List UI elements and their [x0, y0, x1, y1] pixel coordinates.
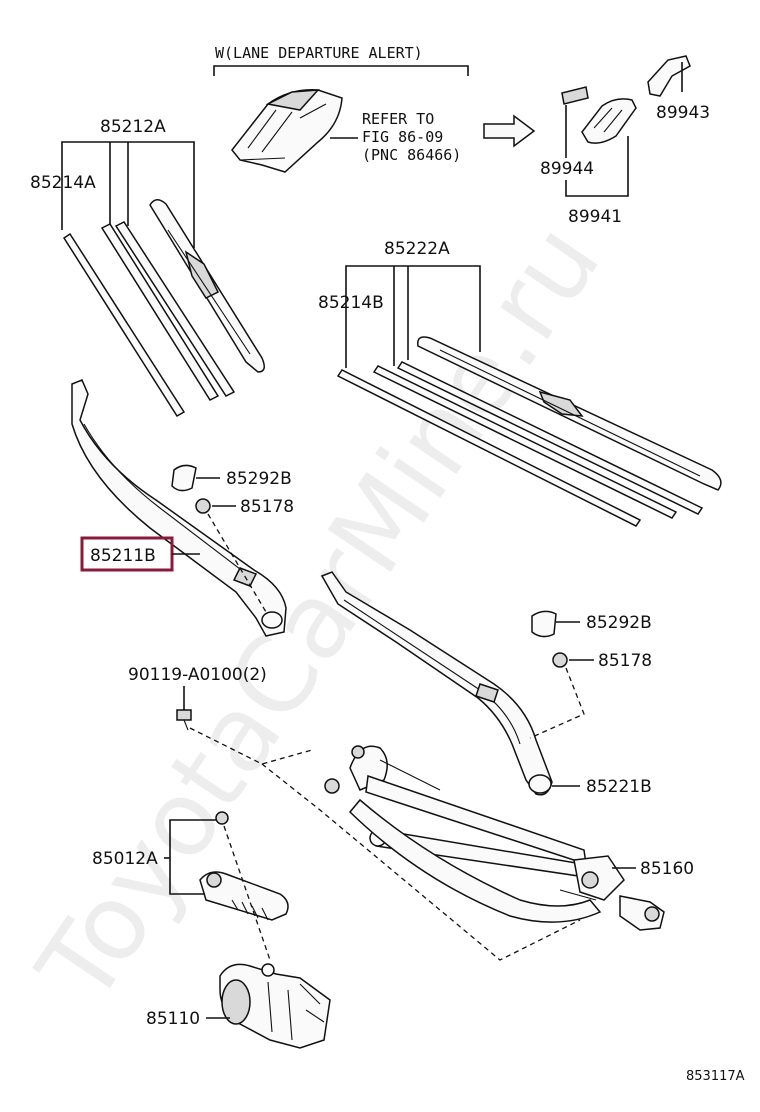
refer-note-line-1: REFER TO: [362, 110, 434, 128]
label-85211B[interactable]: 85211B: [90, 546, 156, 566]
note-bracket: [213, 65, 469, 76]
right-wiper-blade: [417, 336, 722, 491]
camera-cover-parts: [561, 55, 691, 144]
label-85222A: 85222A: [384, 239, 450, 259]
label-85178-top: 85178: [240, 497, 294, 517]
refer-arrow-icon: [483, 114, 536, 148]
nut-85012A: [215, 811, 229, 825]
label-85214A: 85214A: [30, 173, 96, 193]
right-wiper-arm: [320, 571, 553, 796]
label-85292B-right: 85292B: [586, 613, 652, 633]
nut-85178-top: [195, 498, 211, 514]
left-wiper-arm: [71, 379, 287, 637]
label-85012A: 85012A: [92, 849, 158, 869]
label-85292B-top: 85292B: [226, 469, 292, 489]
label-85221B: 85221B: [586, 777, 652, 797]
cap-85292B-right: [531, 610, 557, 638]
label-89944: 89944: [540, 159, 594, 179]
refer-note-line-3: (PNC 86466): [362, 146, 461, 164]
label-85178-right: 85178: [598, 651, 652, 671]
label-85212A: 85212A: [100, 117, 166, 137]
label-90119: 90119-A0100(2): [128, 665, 267, 685]
left-blade-refills: [62, 221, 236, 418]
nut-85178-right: [552, 652, 568, 668]
refer-note-line-2: FIG 86-09: [362, 128, 443, 146]
label-85160: 85160: [640, 859, 694, 879]
figure-id: 853117A: [686, 1069, 745, 1084]
cap-85292B-top: [171, 464, 197, 492]
label-89941: 89941: [568, 207, 622, 227]
camera-unit: [231, 89, 343, 173]
wiper-link-85160: [324, 745, 665, 931]
label-85110: 85110: [146, 1009, 200, 1029]
wiper-motor-85110: [219, 963, 331, 1049]
label-85214B: 85214B: [318, 293, 384, 313]
right-blade-refills: [336, 361, 704, 527]
watermark: ToyotaCarMine.ru: [14, 203, 624, 1025]
lane-departure-note: W(LANE DEPARTURE ALERT): [215, 44, 423, 62]
label-89943: 89943: [656, 103, 710, 123]
bolt-90119: [176, 709, 192, 731]
motor-crank-85012A: [199, 871, 289, 921]
left-wiper-blade: [149, 199, 265, 373]
